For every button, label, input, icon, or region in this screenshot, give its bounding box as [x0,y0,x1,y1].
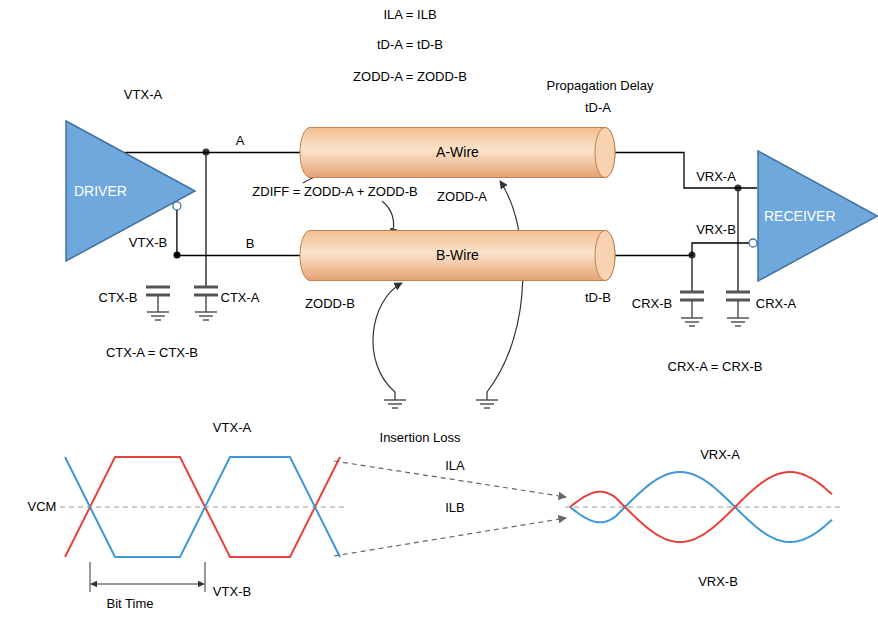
signal-label: ZODD-A = ZODD-B [353,69,467,85]
capacitor-symbol [194,152,218,312]
signal-label: tD-A [585,100,611,116]
signal-wire [177,210,300,256]
signal-label: ZODD-B [305,296,355,312]
ground-symbol [147,312,169,320]
signal-label: B [246,236,255,252]
signal-label: Insertion Loss [380,430,461,446]
ground-symbol [727,318,749,326]
capacitor-symbol [680,255,704,318]
signal-label: A [236,133,245,149]
signal-wire [615,153,757,189]
signal-label: VTX-A [124,87,162,103]
signal-label: CRX-B [632,296,672,312]
loss-arrow [334,518,566,556]
common-mode-line [60,506,345,507]
rx-waveform-b [570,472,832,542]
signal-label: CTX-A [221,290,260,306]
wire-cylinder: A-Wire [300,127,615,178]
ground-symbol [195,312,217,320]
signal-label: VRX-B [696,222,736,238]
dimension-tick [90,562,91,592]
node-title: B-Wire [436,247,479,264]
signal-label: CRX-A = CRX-B [668,359,763,375]
signal-label: tD-B [585,290,611,306]
tx-waveform-b [65,457,340,557]
signal-label: ZODD-A [437,189,487,205]
ground-symbol [476,400,498,408]
node-title: DRIVER [74,183,127,200]
tx-waveform-a [65,457,340,557]
ground-symbol [384,400,406,408]
dimension-tick [205,562,206,592]
signal-label: VTX-B [129,235,167,251]
rx-waveform-a [570,472,832,542]
signal-label: CRX-A [756,296,796,312]
capacitor-symbol [146,287,170,312]
signal-label: CTX-B [99,290,138,306]
signal-label: VTX-B [213,584,251,600]
signal-label: ZDIFF = ZODD-A + ZODD-B [252,184,417,200]
signal-label: tD-A = tD-B [377,37,443,53]
signal-label: Propagation Delay [547,78,654,94]
common-mode-line [565,506,840,507]
wire-cylinder: B-Wire [300,230,615,281]
signal-wire [615,243,749,256]
leader-arrow [487,181,523,392]
node-title: RECEIVER [764,208,836,225]
signal-label: VCM [28,499,57,515]
leader-arrow [373,283,402,392]
signal-label: VTX-A [213,420,251,436]
ground-symbol [681,318,703,326]
capacitor-symbol [726,188,750,318]
signal-label: ILB [445,500,465,516]
signal-label: VRX-A [696,169,736,185]
ground-stem [486,392,488,400]
signal-label: ILA = ILB [383,7,436,23]
signal-label: VRX-B [698,574,738,590]
signal-label: CTX-A = CTX-B [106,345,198,361]
signal-label: Bit Time [107,596,154,612]
signal-wire [125,152,300,153]
node-title: A-Wire [436,144,479,161]
receiver-triangle: RECEIVER [757,150,878,282]
dimension-arrow [91,584,204,585]
ground-stem [394,392,396,400]
signal-label: VRX-A [700,447,740,463]
signal-label: ILA [445,458,465,474]
